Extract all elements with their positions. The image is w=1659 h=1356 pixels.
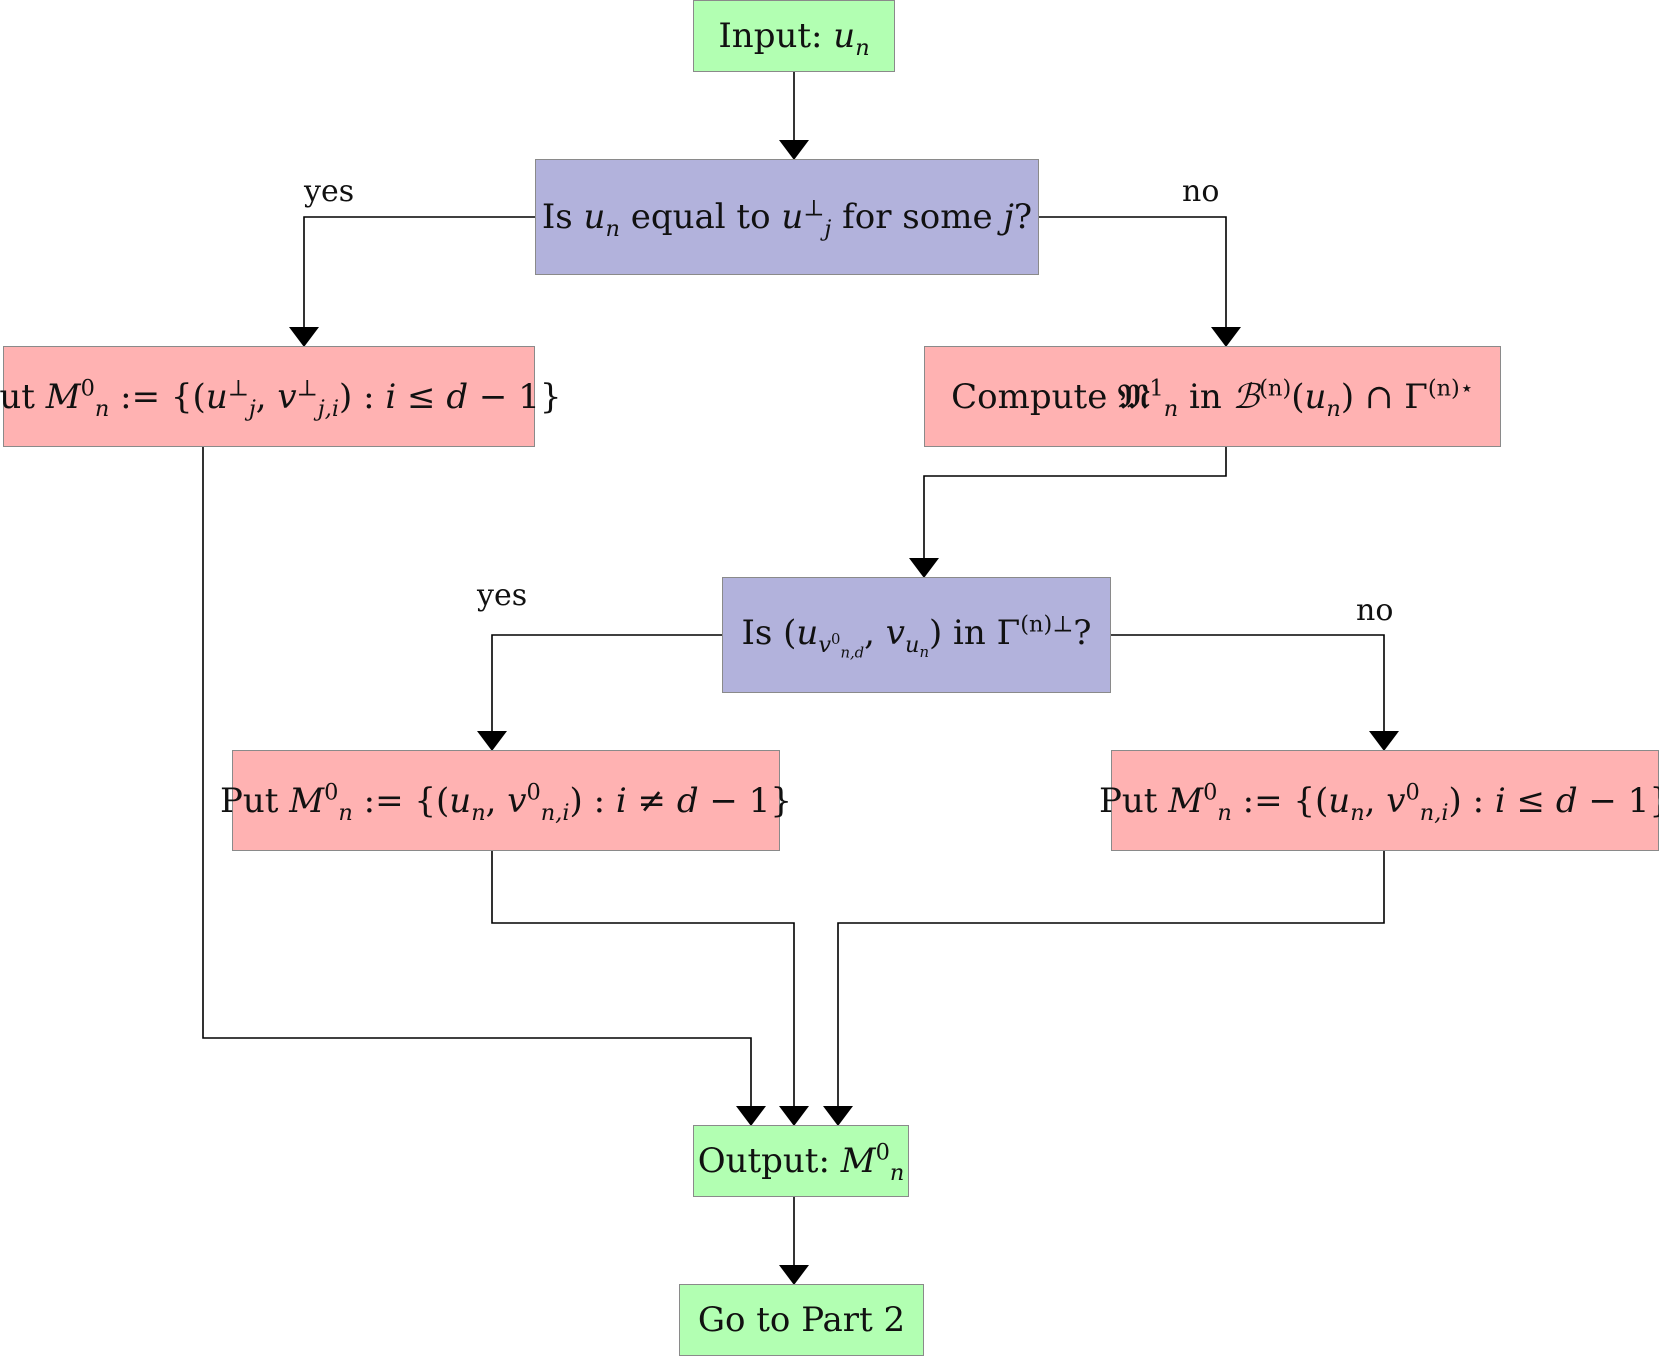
edge-compute-to-question2 bbox=[909, 447, 1227, 578]
process-node-put-mid: Put M0n := {(un, v0n,i) : i ≠ d − 1} bbox=[220, 750, 792, 851]
decision-node-1: Is un equal to u⊥j for some j? bbox=[535, 159, 1039, 275]
decision-node-2: Is (uv0n,d, vun) in Γ(n)⊥? bbox=[722, 577, 1111, 693]
input-node-label: Input: un bbox=[718, 16, 870, 61]
goto-node: Go to Part 2 bbox=[679, 1284, 924, 1356]
edge-question2-yes bbox=[477, 634, 722, 751]
edge-label-q2-no: no bbox=[1356, 593, 1394, 628]
edge-question2-no bbox=[1111, 634, 1399, 751]
goto-node-label: Go to Part 2 bbox=[697, 1300, 906, 1340]
edge-put-mid-to-output bbox=[491, 851, 809, 1126]
process-node-put-right-label: Put M0n := {(un, v0n,i) : i ≤ d − 1} bbox=[1099, 779, 1659, 826]
edge-label-q1-yes: yes bbox=[304, 174, 355, 209]
process-node-compute-label: Compute 𝔐1n in ℬ(n)(un) ∩ Γ(n)⋆ bbox=[951, 375, 1474, 422]
input-node: Input: un bbox=[693, 0, 895, 72]
decision-node-2-label: Is (uv0n,d, vun) in Γ(n)⊥? bbox=[741, 612, 1092, 662]
decision-node-1-label: Is un equal to u⊥j for some j? bbox=[541, 195, 1033, 242]
process-node-put-left-label: Put M0n := {(u⊥j, v⊥j,i) : i ≤ d − 1} bbox=[0, 375, 562, 422]
process-node-put-left: Put M0n := {(u⊥j, v⊥j,i) : i ≤ d − 1} bbox=[0, 346, 561, 447]
edge-put-left-to-output bbox=[202, 447, 766, 1126]
edge-question1-yes bbox=[289, 216, 535, 347]
process-node-put-mid-label: Put M0n := {(un, v0n,i) : i ≠ d − 1} bbox=[220, 779, 792, 826]
edge-put-right-to-output bbox=[823, 851, 1385, 1126]
edge-label-q2-yes: yes bbox=[477, 578, 528, 613]
process-node-compute: Compute 𝔐1n in ℬ(n)(un) ∩ Γ(n)⋆ bbox=[924, 346, 1501, 447]
output-node: Output: M0n bbox=[693, 1125, 909, 1197]
edge-label-q1-no: no bbox=[1182, 174, 1220, 209]
edge-question1-no bbox=[1039, 216, 1241, 347]
process-node-put-right: Put M0n := {(un, v0n,i) : i ≤ d − 1} bbox=[1099, 750, 1659, 851]
output-node-label: Output: M0n bbox=[697, 1139, 905, 1186]
